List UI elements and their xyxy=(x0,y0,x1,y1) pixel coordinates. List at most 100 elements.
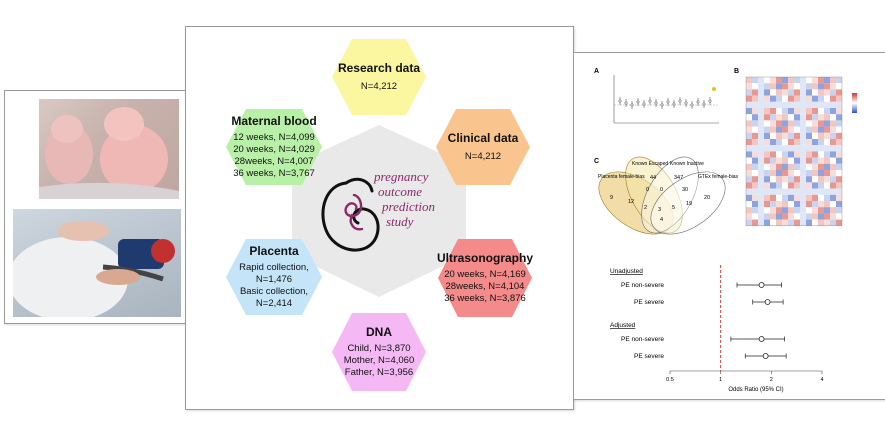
heatmap-cell xyxy=(824,132,830,139)
heatmap-cell xyxy=(782,83,788,90)
heatmap-cell xyxy=(752,120,758,127)
heatmap-cell xyxy=(830,213,836,220)
placenta-line: N=2,414 xyxy=(255,298,293,309)
heatmap-cell xyxy=(746,132,752,139)
heatmap-cell xyxy=(758,176,764,183)
heatmap-cell xyxy=(836,77,842,84)
heatmap-cell xyxy=(794,89,800,96)
heatmap-cell xyxy=(770,139,776,146)
dna-hex-shape xyxy=(332,313,426,391)
heatmap-cell xyxy=(746,95,752,102)
heatmap-cell xyxy=(806,145,812,152)
heatmap-cell xyxy=(764,201,770,208)
forest-point xyxy=(758,282,765,288)
dot-point xyxy=(624,101,628,105)
heatmap-cell xyxy=(806,83,812,90)
heatmap-cell xyxy=(836,139,842,146)
heatmap-cell xyxy=(788,163,794,170)
heatmap-cell xyxy=(782,163,788,170)
heatmap-cell xyxy=(794,151,800,158)
heatmap-cell xyxy=(788,213,794,220)
heatmap-cell xyxy=(806,151,812,158)
venn-label: Placenta female-bias xyxy=(598,174,645,180)
heatmap-cell xyxy=(764,145,770,152)
heatmap-cell xyxy=(788,77,794,84)
heatmap-cell xyxy=(770,176,776,183)
heatmap-cell xyxy=(794,120,800,127)
heatmap-cell xyxy=(764,77,770,84)
heatmap-cell xyxy=(824,151,830,158)
ultrasound-line: 36 weeks, N=3,876 xyxy=(444,293,526,304)
heatmap-cell xyxy=(770,157,776,164)
heatmap-cell xyxy=(788,207,794,214)
forest-group-label: Adjusted xyxy=(610,322,636,329)
heatmap-cell xyxy=(800,77,806,84)
ultrasonography-hex: Ultrasonography 20 weeks, N=4,169 28week… xyxy=(436,241,534,315)
heatmap-cell xyxy=(782,213,788,220)
heatmap-cell xyxy=(812,126,818,133)
heatmap-cell xyxy=(752,83,758,90)
heatmap-cell xyxy=(764,163,770,170)
heatmap-cell xyxy=(776,120,782,127)
heatmap-cell xyxy=(806,114,812,121)
heatmap-cell xyxy=(770,114,776,121)
heatmap-cell xyxy=(836,176,842,183)
heatmap-cell xyxy=(818,188,824,195)
logo-word: outcome xyxy=(378,184,423,199)
heatmap-cell xyxy=(836,213,842,220)
heatmap-cell xyxy=(800,108,806,115)
heatmap-cell xyxy=(764,83,770,90)
heatmap-cell xyxy=(824,95,830,102)
heatmap-cell xyxy=(824,157,830,164)
newborn-twins-photo xyxy=(39,99,179,199)
panel-c-venn: Placenta female-bias Known Escaped Known… xyxy=(598,156,739,235)
heatmap-cell xyxy=(746,151,752,158)
logo-word: prediction xyxy=(382,199,435,214)
heatmap-cell xyxy=(746,108,752,115)
heatmap-cell xyxy=(806,213,812,220)
heatmap-cell xyxy=(800,132,806,139)
heatmap-cell xyxy=(818,201,824,208)
dna-line: Mother, N=4,060 xyxy=(343,355,415,366)
ultrasound-line: 28weeks, N=4,104 xyxy=(445,281,525,292)
heatmap-cell xyxy=(830,126,836,133)
heatmap-cell xyxy=(806,77,812,84)
heatmap-cell xyxy=(752,89,758,96)
panel-label-a: A xyxy=(594,68,599,75)
heatmap-cell xyxy=(752,95,758,102)
heatmap-cell xyxy=(746,188,752,195)
results-figure: A B C Placenta female-bias Known Escaped xyxy=(594,68,857,393)
heatmap-cell xyxy=(758,139,764,146)
heatmap-cell xyxy=(794,95,800,102)
heatmap-cell xyxy=(770,207,776,214)
heatmap-cell xyxy=(806,108,812,115)
heatmap-cell xyxy=(794,201,800,208)
research-data-hex: Research data N=4,212 xyxy=(332,41,426,113)
heatmap-cell xyxy=(752,108,758,115)
clinical-data-hex: Clinical data N=4,212 xyxy=(436,111,530,183)
pregnancy-exam-photo xyxy=(13,209,181,317)
heatmap-cell xyxy=(788,151,794,158)
heatmap-cell xyxy=(818,114,824,121)
heatmap-cell xyxy=(806,207,812,214)
heatmap-cell xyxy=(806,201,812,208)
heatmap-cell xyxy=(800,188,806,195)
heatmap-cell xyxy=(836,101,842,108)
research-line: N=4,212 xyxy=(360,81,398,92)
heatmap-cell xyxy=(812,101,818,108)
heatmap-cell xyxy=(758,194,764,201)
clinical-line: N=4,212 xyxy=(464,151,502,162)
clinical-title: Clinical data xyxy=(447,131,519,145)
forest-row-label: PE non-severe xyxy=(621,336,664,343)
heatmap-cell xyxy=(752,77,758,84)
heatmap-cell xyxy=(776,95,782,102)
heatmap-cell xyxy=(788,126,794,133)
heatmap-cell xyxy=(836,108,842,115)
venn-count: 4 xyxy=(660,217,663,223)
heatmap-cell xyxy=(776,201,782,208)
placenta-line: Rapid collection, xyxy=(239,262,309,273)
forest-x-label: Odds Ratio (95% CI) xyxy=(728,387,783,393)
heatmap-cell xyxy=(770,151,776,158)
dot-point xyxy=(702,102,706,106)
heatmap-cell xyxy=(770,213,776,220)
